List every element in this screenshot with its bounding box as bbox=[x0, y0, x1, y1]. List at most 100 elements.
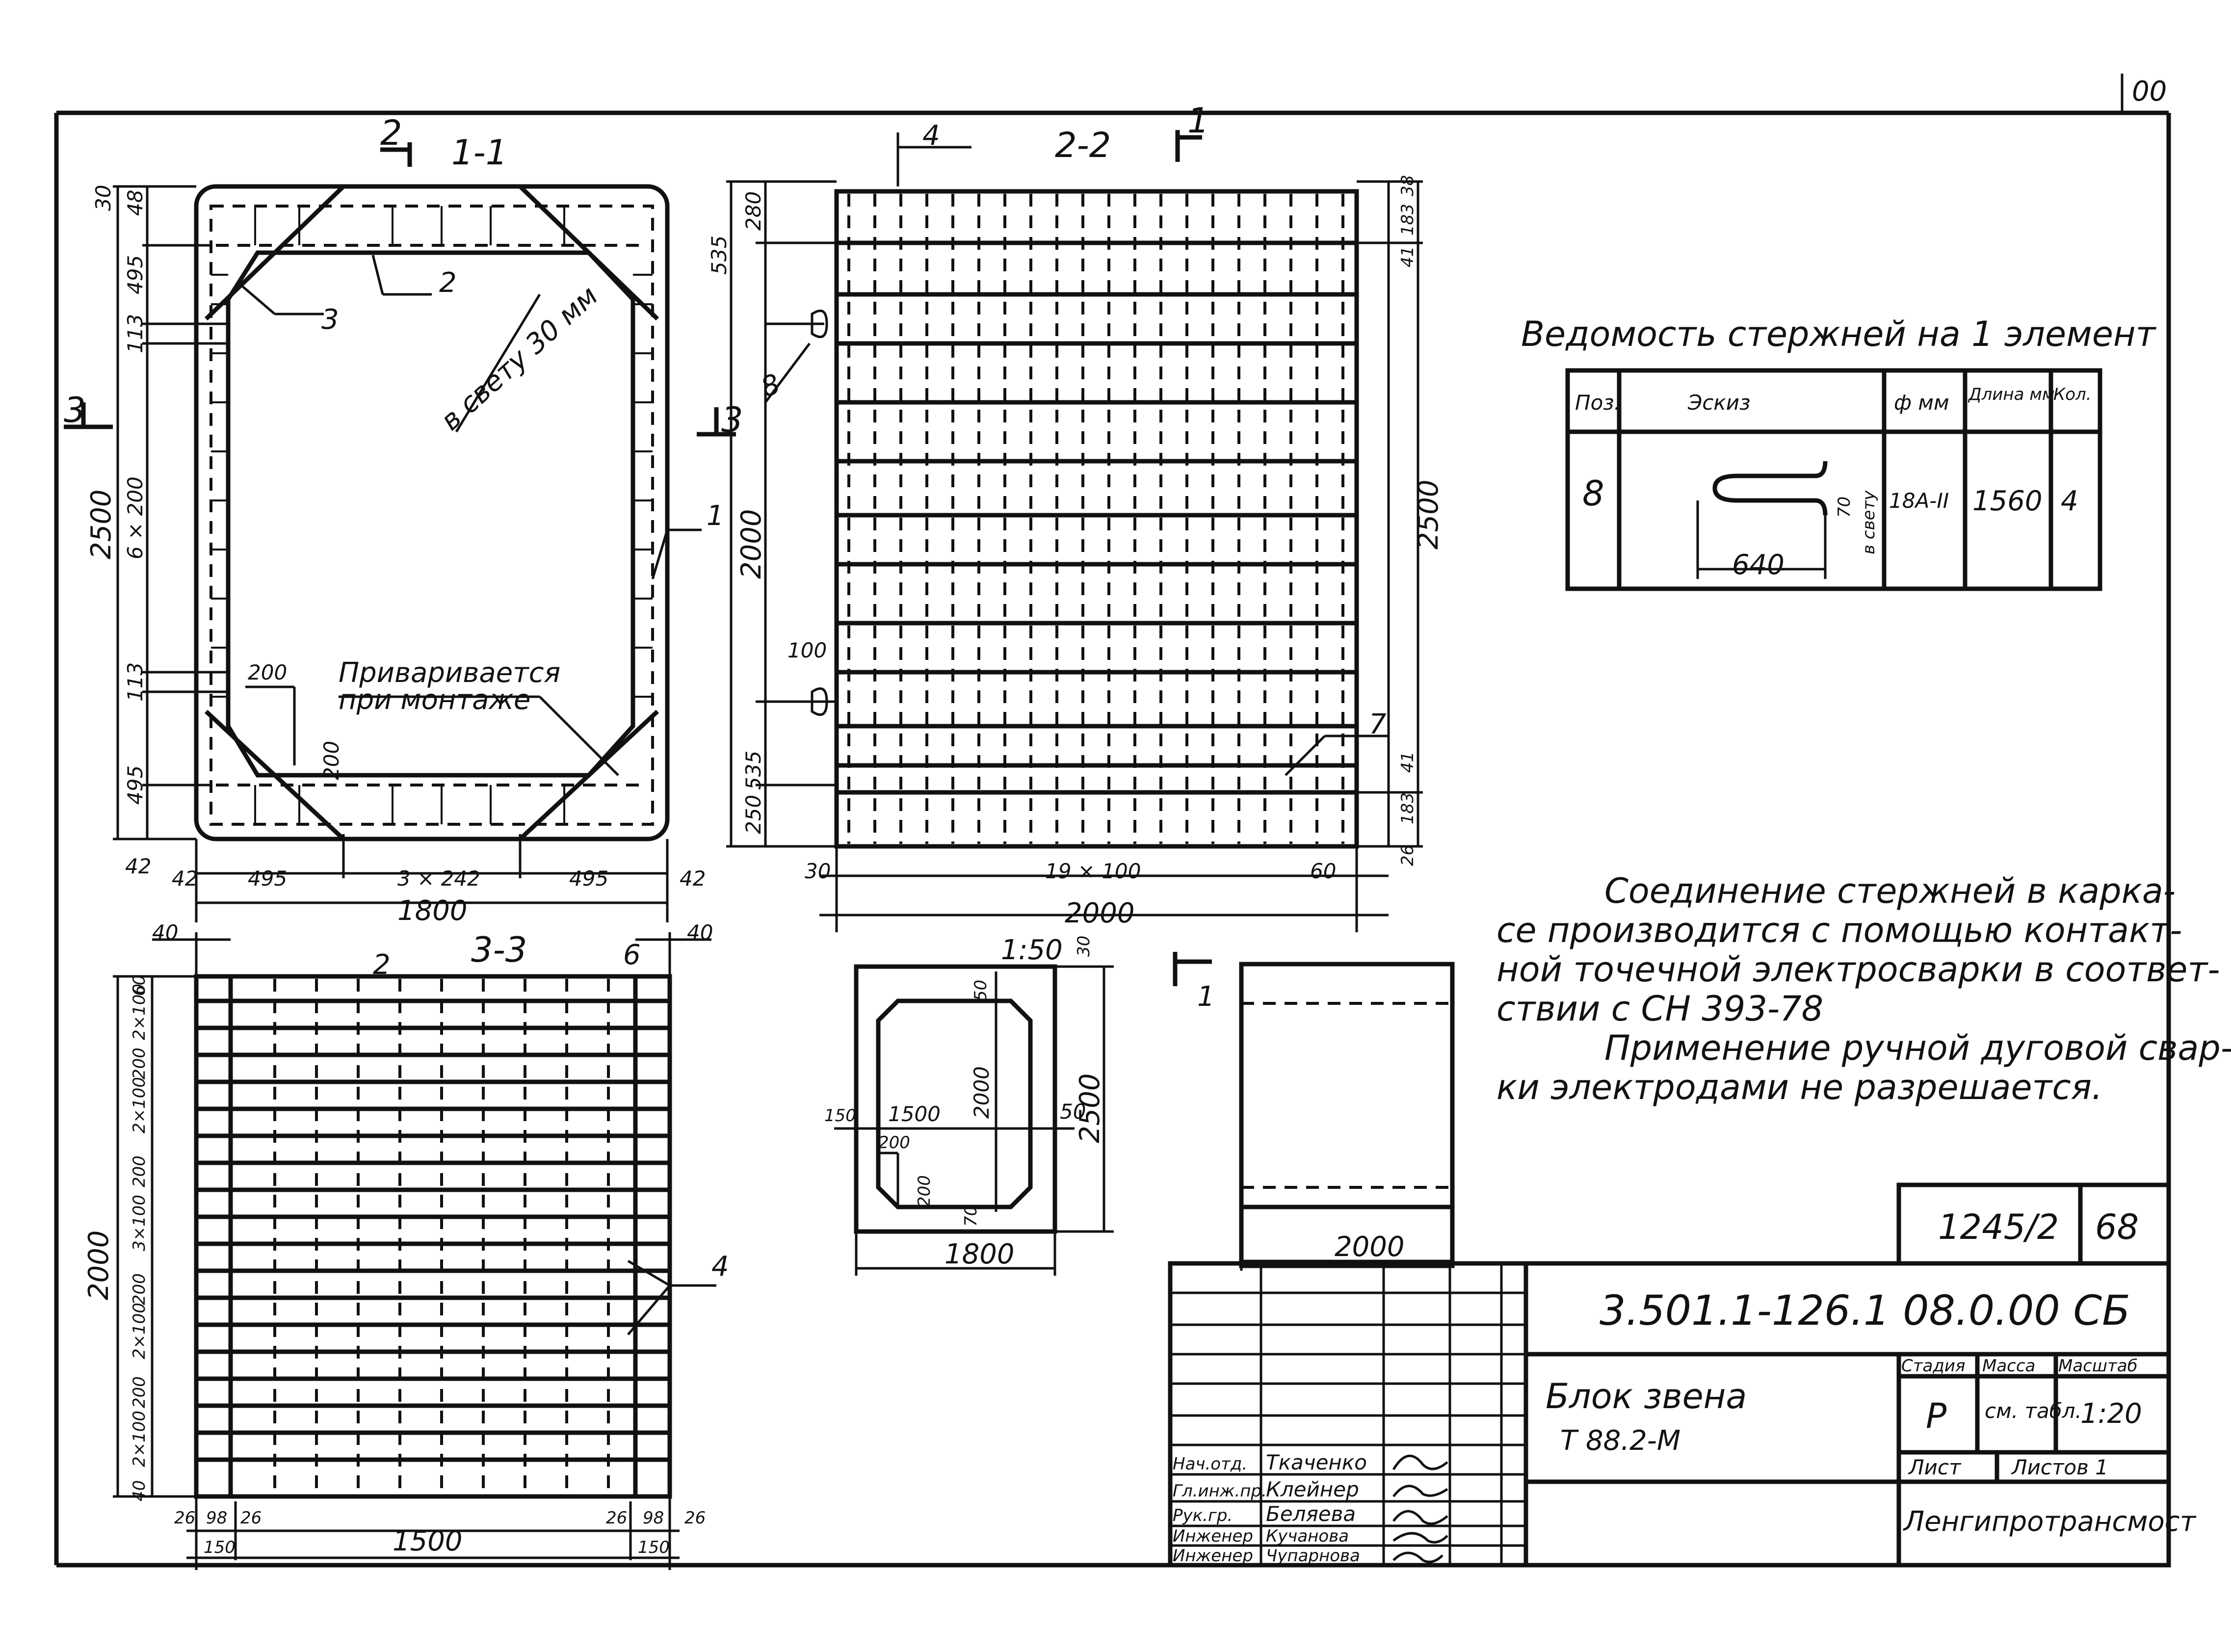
dim-b-495-right: 495 bbox=[569, 866, 608, 891]
schedule-pos-8: 8 bbox=[1582, 473, 1604, 514]
schedule-h-qty: Кол. bbox=[2053, 385, 2091, 404]
bar-schedule bbox=[1565, 368, 2102, 591]
signature-marks bbox=[1392, 1454, 1448, 1563]
tb-mass: см. табл. bbox=[1985, 1399, 2082, 1423]
tb-name-2: Т 88.2-М bbox=[1560, 1425, 1680, 1457]
dim-30: 30 bbox=[91, 185, 115, 211]
plan-b-98-a: 98 bbox=[206, 1508, 227, 1528]
tb-scale-h: Масштаб bbox=[2058, 1356, 2138, 1376]
dim-2500-v22: 2500 bbox=[1413, 479, 1444, 550]
tb-name-1-staff: Клейнер bbox=[1266, 1477, 1359, 1501]
section-outline bbox=[194, 184, 670, 841]
note-weld-2: при монтаже bbox=[339, 684, 530, 716]
plan-dim-200-d: 200 bbox=[130, 1376, 149, 1408]
note-p2-line1: Применение ручной дуговой свар- bbox=[1604, 1028, 2231, 1068]
schedule-h-pos: Поз. bbox=[1575, 391, 1621, 415]
plan-pos-4: 4 bbox=[711, 1251, 729, 1283]
plan-dim-3x100: 3×100 bbox=[130, 1195, 149, 1251]
tb-mass-h: Масса bbox=[1982, 1356, 2035, 1376]
dim-535-top: 535 bbox=[707, 236, 731, 275]
dim-42-left: 42 bbox=[125, 854, 151, 878]
side-view bbox=[1173, 952, 1455, 1271]
dim-38: 38 bbox=[1398, 175, 1417, 196]
dim-30-v22: 30 bbox=[805, 859, 831, 883]
section-title-2-2: 2-2 bbox=[1055, 125, 1111, 165]
plan-dim-40: 40 bbox=[130, 1480, 149, 1501]
note-p1-line2: се производится с помощью контакт- bbox=[1496, 910, 2182, 950]
note-p1-line1: Соединение стержней в карка- bbox=[1604, 871, 2176, 911]
tb-role-3: Инженер bbox=[1173, 1526, 1253, 1546]
plan-b-98-b: 98 bbox=[643, 1508, 664, 1528]
section-mark-2-plan: 2 bbox=[373, 949, 391, 981]
tb-stage: Р bbox=[1926, 1396, 1947, 1436]
plan-dim-2000: 2000 bbox=[83, 1230, 115, 1300]
dim-2000-v22: 2000 bbox=[735, 509, 767, 579]
note-weld-1: Приваривается bbox=[339, 657, 560, 689]
small-dim-50-right: 50 bbox=[1060, 1100, 1086, 1124]
dim-183-top: 183 bbox=[1398, 204, 1417, 236]
schedule-title: Ведомость стержней на 1 элемент bbox=[1521, 314, 2157, 354]
note-p1-line4: ствии с СН 393-78 bbox=[1496, 989, 1823, 1029]
tb-role-0: Нач.отд. bbox=[1173, 1454, 1247, 1474]
schedule-sketch-640: 640 bbox=[1732, 549, 1785, 581]
section-title-3-3: 3-3 bbox=[471, 930, 527, 970]
small-dim-200-a: 200 bbox=[878, 1133, 910, 1153]
pos-label-3: 3 bbox=[321, 304, 339, 336]
dim-b-42-right: 42 bbox=[680, 866, 706, 891]
section-mark-1-small: 1 bbox=[1197, 981, 1215, 1013]
view-2-2 bbox=[726, 132, 1423, 932]
plan-dim-2x100-d: 2×100 bbox=[130, 1411, 149, 1467]
small-dim-1800: 1800 bbox=[945, 1238, 1015, 1270]
dim-1800: 1800 bbox=[397, 895, 468, 927]
schedule-dia: 18А-II bbox=[1889, 489, 1949, 513]
tb-doc-code: 3.501.1-126.1 08.0.00 СБ bbox=[1600, 1286, 2130, 1335]
side-dim-2000: 2000 bbox=[1335, 1231, 1405, 1263]
dim-113-bottom: 113 bbox=[123, 662, 147, 702]
plan-b-150-left: 150 bbox=[204, 1538, 236, 1557]
pos-label-8: 8 bbox=[757, 368, 785, 404]
small-dim-50: 50 bbox=[971, 980, 991, 1001]
small-view-1-50 bbox=[834, 964, 1114, 1276]
dim-280: 280 bbox=[741, 191, 765, 231]
plan-b-26-b: 26 bbox=[240, 1508, 262, 1528]
tb-name-1: Блок звена bbox=[1546, 1376, 1747, 1416]
small-dim-70: 70 bbox=[961, 1206, 981, 1227]
dim-b-42-left: 42 bbox=[172, 866, 198, 891]
inner-dim-200-b: 200 bbox=[319, 741, 343, 780]
tb-role-1: Гл.инж.пр. bbox=[1173, 1481, 1267, 1501]
hook-dim-100: 100 bbox=[787, 638, 827, 662]
tb-org: Ленгипротрансмост bbox=[1903, 1506, 2197, 1538]
schedule-sketch-70: 70 bbox=[1835, 497, 1854, 518]
section-title-1-1: 1-1 bbox=[451, 132, 507, 173]
dim-48: 48 bbox=[123, 190, 147, 216]
schedule-length: 1560 bbox=[1972, 485, 2043, 517]
view-3-3 bbox=[113, 932, 716, 1570]
dim-b-495-left: 495 bbox=[248, 866, 287, 891]
small-dim-200-b: 200 bbox=[915, 1175, 934, 1207]
tb-name-3-staff: Кучанова bbox=[1266, 1526, 1349, 1546]
plan-pos-6: 6 bbox=[623, 939, 641, 971]
dim-495-top: 495 bbox=[123, 255, 147, 294]
small-dim-150: 150 bbox=[824, 1106, 856, 1126]
tb-stage-h: Стадия bbox=[1901, 1356, 1965, 1376]
plan-dim-2x100-b: 2×100 bbox=[130, 1077, 149, 1133]
schedule-sketch-note: в свету bbox=[1859, 490, 1879, 554]
plan-dim-2x100-a: 2×100 bbox=[130, 984, 149, 1040]
plan-dim-200-c: 200 bbox=[130, 1273, 149, 1305]
pos-label-7: 7 bbox=[1369, 708, 1387, 740]
tb-scale: 1:20 bbox=[2080, 1398, 2142, 1430]
dim-113-top: 113 bbox=[123, 314, 147, 353]
plan-dim-200-a: 200 bbox=[130, 1048, 149, 1079]
inner-dim-200-a: 200 bbox=[248, 660, 287, 684]
plan-dim-200-b: 200 bbox=[130, 1155, 149, 1187]
dim-183-bottom: 183 bbox=[1398, 792, 1417, 824]
plan-dim-2x100-c: 2×100 bbox=[130, 1303, 149, 1359]
schedule-qty: 4 bbox=[2061, 485, 2078, 517]
tb-name-4-staff: Чупарнова bbox=[1266, 1546, 1360, 1566]
tb-sheets-h: Листов 1 bbox=[2011, 1455, 2108, 1479]
dim-40-left: 40 bbox=[152, 920, 178, 944]
small-scale: 1:50 bbox=[1001, 934, 1063, 966]
dim-535-bottom: 535 bbox=[741, 751, 765, 790]
small-dim-30: 30 bbox=[1074, 936, 1094, 957]
